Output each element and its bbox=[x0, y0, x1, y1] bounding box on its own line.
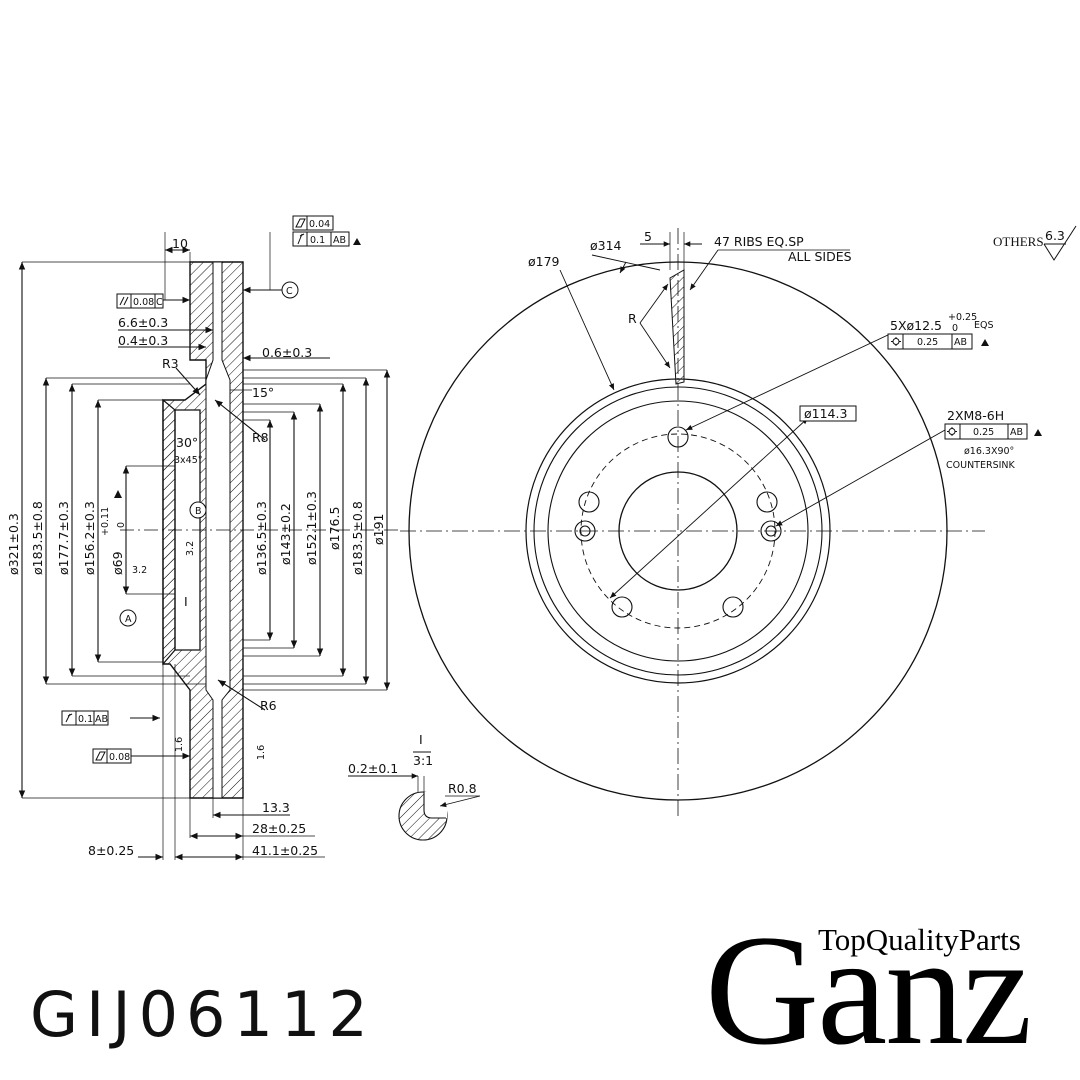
section-view bbox=[18, 232, 400, 861]
svg-text:ø183.5±0.8: ø183.5±0.8 bbox=[350, 501, 365, 575]
svg-text:0.1: 0.1 bbox=[78, 714, 93, 725]
svg-text:ø16.3X90°: ø16.3X90° bbox=[964, 446, 1014, 457]
svg-text:+0.11: +0.11 bbox=[100, 507, 111, 536]
svg-text:AB: AB bbox=[1010, 427, 1023, 438]
svg-text:A: A bbox=[125, 614, 132, 625]
front-view bbox=[400, 228, 985, 820]
svg-text:ø191: ø191 bbox=[371, 513, 386, 545]
svg-text:41.1±0.25: 41.1±0.25 bbox=[252, 843, 318, 858]
svg-text:C: C bbox=[156, 297, 163, 308]
svg-text:+0.25: +0.25 bbox=[948, 312, 977, 323]
svg-text:0.4±0.3: 0.4±0.3 bbox=[118, 333, 168, 348]
svg-text:ø114.3: ø114.3 bbox=[804, 406, 847, 421]
svg-text:0.25: 0.25 bbox=[917, 337, 938, 348]
svg-text:ø136.5±0.3: ø136.5±0.3 bbox=[254, 501, 269, 575]
svg-text:COUNTERSINK: COUNTERSINK bbox=[946, 460, 1016, 471]
svg-text:0: 0 bbox=[116, 522, 127, 528]
svg-text:1.6: 1.6 bbox=[256, 745, 267, 760]
front-labels: OTHERS 6.3 ø314 ø179 5 47 RIBS EQ.SP ALL… bbox=[528, 228, 1065, 471]
svg-text:ø176.5: ø176.5 bbox=[327, 507, 342, 550]
bolt-hole-2 bbox=[756, 491, 778, 513]
svg-text:3.2: 3.2 bbox=[132, 565, 147, 576]
svg-text:0.1: 0.1 bbox=[310, 235, 325, 246]
svg-text:30°: 30° bbox=[176, 435, 198, 450]
svg-text:ALL SIDES: ALL SIDES bbox=[788, 249, 852, 264]
front-frames bbox=[799, 333, 1028, 440]
svg-text:ø156.2±0.3: ø156.2±0.3 bbox=[82, 501, 97, 575]
svg-text:ø177.7±0.3: ø177.7±0.3 bbox=[56, 501, 71, 575]
svg-text:47 RIBS EQ.SP: 47 RIBS EQ.SP bbox=[714, 234, 804, 249]
svg-text:0.25: 0.25 bbox=[973, 427, 994, 438]
svg-text:8±0.25: 8±0.25 bbox=[88, 843, 134, 858]
svg-text:3.2: 3.2 bbox=[185, 541, 196, 556]
svg-text:R6: R6 bbox=[260, 698, 277, 713]
part-number: GIJ06112 bbox=[30, 978, 376, 1051]
svg-text:1.6: 1.6 bbox=[174, 737, 185, 752]
svg-text:0: 0 bbox=[952, 323, 958, 334]
svg-text:C: C bbox=[286, 286, 293, 297]
svg-text:0.08: 0.08 bbox=[133, 297, 154, 308]
hat-wall bbox=[162, 398, 176, 666]
svg-text:I: I bbox=[419, 732, 423, 747]
svg-text:ø321±0.3: ø321±0.3 bbox=[6, 513, 21, 575]
svg-text:ø152.1±0.3: ø152.1±0.3 bbox=[304, 491, 319, 565]
svg-text:I: I bbox=[184, 594, 188, 609]
svg-text:0.08: 0.08 bbox=[109, 752, 130, 763]
svg-text:R0.8: R0.8 bbox=[448, 781, 477, 796]
svg-text:15°: 15° bbox=[252, 385, 274, 400]
svg-text:R8: R8 bbox=[252, 430, 269, 445]
detail-labels: I 3:1 0.2±0.1 R0.8 bbox=[348, 732, 477, 796]
bolt-hole-5 bbox=[578, 491, 600, 513]
svg-text:ø69: ø69 bbox=[110, 551, 125, 575]
critical-mark-69 bbox=[114, 490, 122, 498]
finish-symbol bbox=[1043, 225, 1077, 261]
svg-text:AB: AB bbox=[95, 714, 108, 725]
detail-view bbox=[348, 751, 481, 841]
svg-text:5: 5 bbox=[644, 229, 652, 244]
svg-text:0.2±0.1: 0.2±0.1 bbox=[348, 761, 398, 776]
svg-text:0.04: 0.04 bbox=[309, 219, 330, 230]
svg-text:6.3: 6.3 bbox=[1045, 228, 1065, 243]
svg-text:6.6±0.3: 6.6±0.3 bbox=[118, 315, 168, 330]
bolt-hole-4 bbox=[611, 596, 633, 618]
svg-text:EQS: EQS bbox=[974, 320, 994, 331]
svg-text:AB: AB bbox=[333, 235, 346, 246]
svg-text:0.6±0.3: 0.6±0.3 bbox=[262, 345, 312, 360]
svg-text:5Xø12.5: 5Xø12.5 bbox=[890, 318, 942, 333]
hat-inner bbox=[547, 400, 809, 662]
svg-text:13.3: 13.3 bbox=[262, 800, 290, 815]
svg-text:10: 10 bbox=[172, 236, 188, 251]
brand-tagline: TopQualityParts bbox=[818, 922, 1021, 957]
svg-text:ø183.5±0.8: ø183.5±0.8 bbox=[30, 501, 45, 575]
svg-text:OTHERS: OTHERS bbox=[993, 234, 1044, 249]
svg-text:AB: AB bbox=[954, 337, 967, 348]
svg-text:ø314: ø314 bbox=[590, 238, 622, 253]
bolt-hole-3 bbox=[722, 596, 744, 618]
svg-text:ø179: ø179 bbox=[528, 254, 560, 269]
svg-text:R: R bbox=[628, 311, 637, 326]
critical-mark bbox=[353, 238, 361, 245]
brand-logo: Ganz bbox=[705, 903, 1032, 1078]
svg-text:B: B bbox=[195, 506, 202, 517]
tolerance-glyphs bbox=[65, 218, 306, 761]
svg-text:R3: R3 bbox=[162, 356, 179, 371]
svg-text:ø143±0.2: ø143±0.2 bbox=[278, 503, 293, 565]
svg-text:3x45°: 3x45° bbox=[174, 455, 203, 466]
section-labels: 0.04 0.1 AB 0.08 C C B A 10 6.6±0.3 0.4±… bbox=[6, 219, 386, 858]
svg-text:3:1: 3:1 bbox=[413, 753, 433, 768]
svg-text:28±0.25: 28±0.25 bbox=[252, 821, 306, 836]
svg-text:2XM8-6H: 2XM8-6H bbox=[947, 408, 1004, 423]
